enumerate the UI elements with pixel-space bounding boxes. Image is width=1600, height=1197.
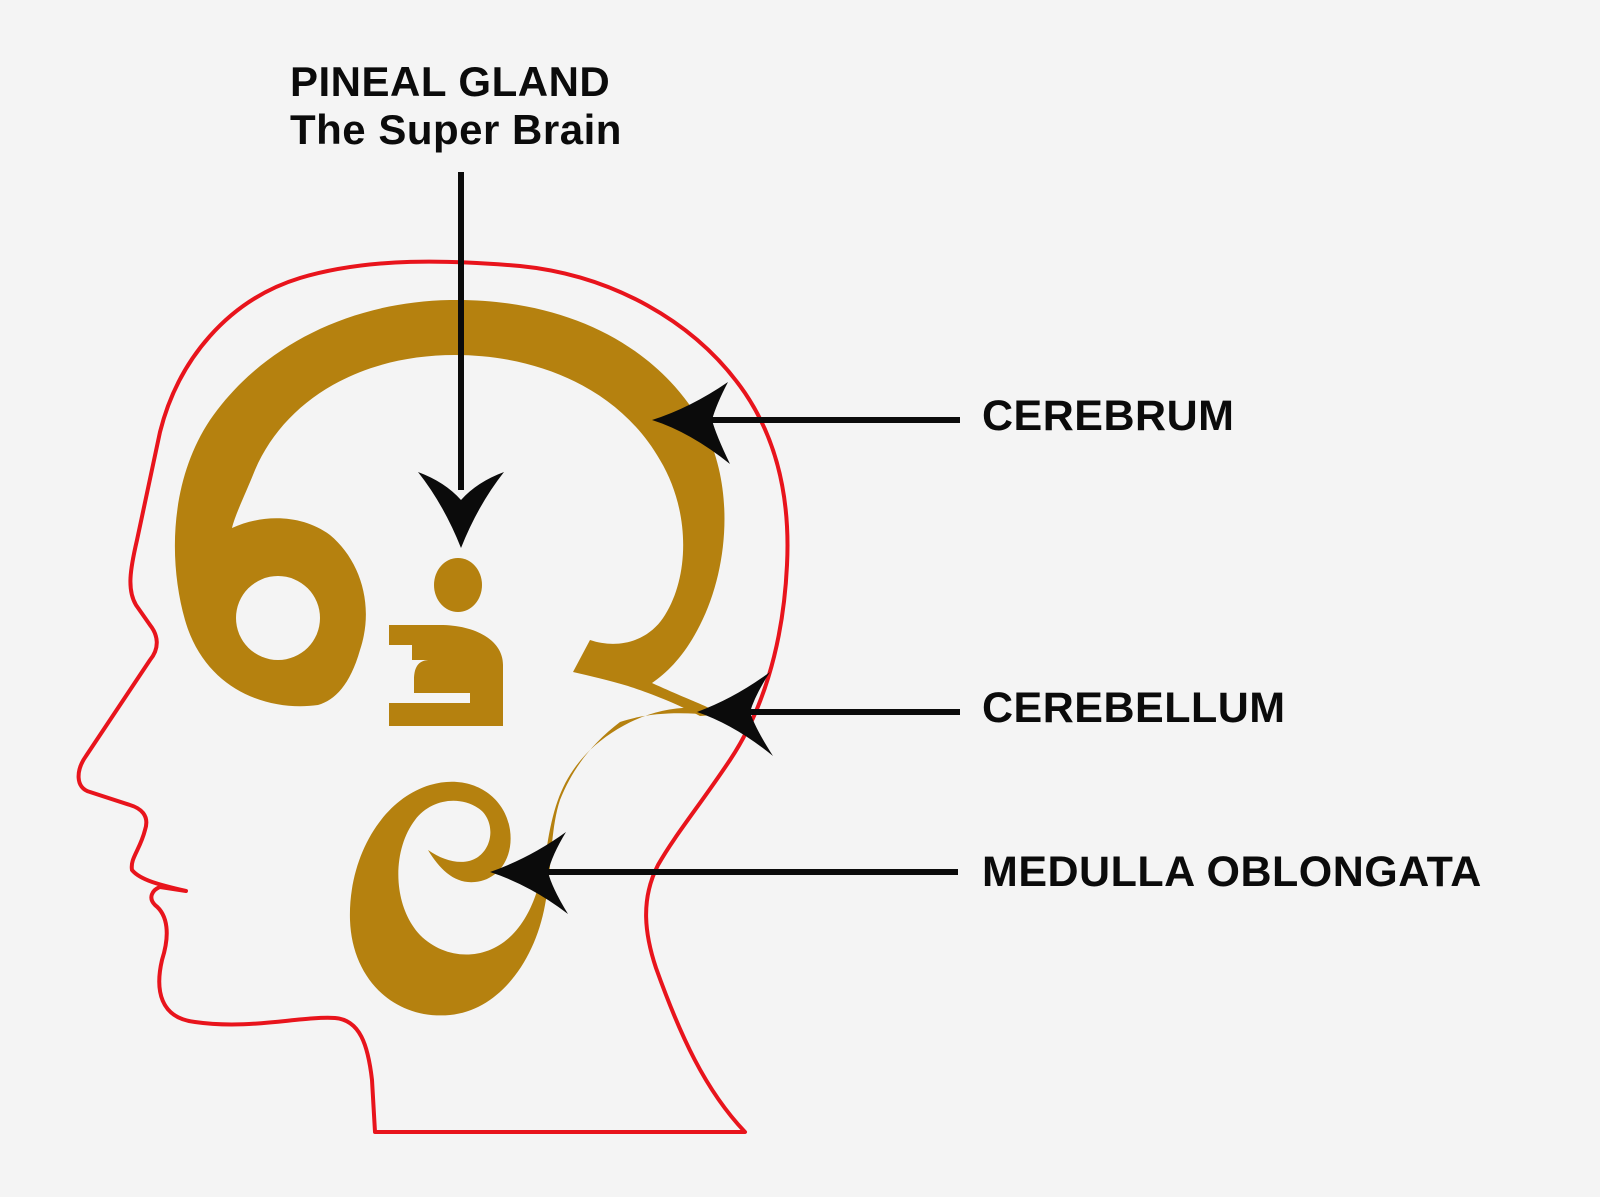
cerebellum-arrowhead: [697, 672, 773, 756]
arrows: [418, 172, 960, 914]
label-cerebrum: CEREBRUM: [982, 392, 1235, 440]
pineal-dot: [434, 558, 482, 612]
head-outline: [76, 259, 790, 1134]
medulla-arrowhead: [490, 832, 568, 914]
title-line-1: PINEAL GLAND: [290, 58, 611, 105]
diagram-title: PINEAL GLAND The Super Brain: [290, 58, 622, 154]
title-line-2: The Super Brain: [290, 106, 622, 153]
cerebrum-arrowhead: [652, 382, 730, 464]
pineal-arrowhead: [418, 472, 504, 548]
label-cerebellum: CEREBELLUM: [982, 684, 1286, 732]
pineal-glyph: [389, 625, 503, 726]
medulla-glyph: [349, 707, 715, 1016]
label-medulla-oblongata: MEDULLA OBLONGATA: [982, 848, 1482, 896]
brain-glyph: [174, 299, 725, 1016]
